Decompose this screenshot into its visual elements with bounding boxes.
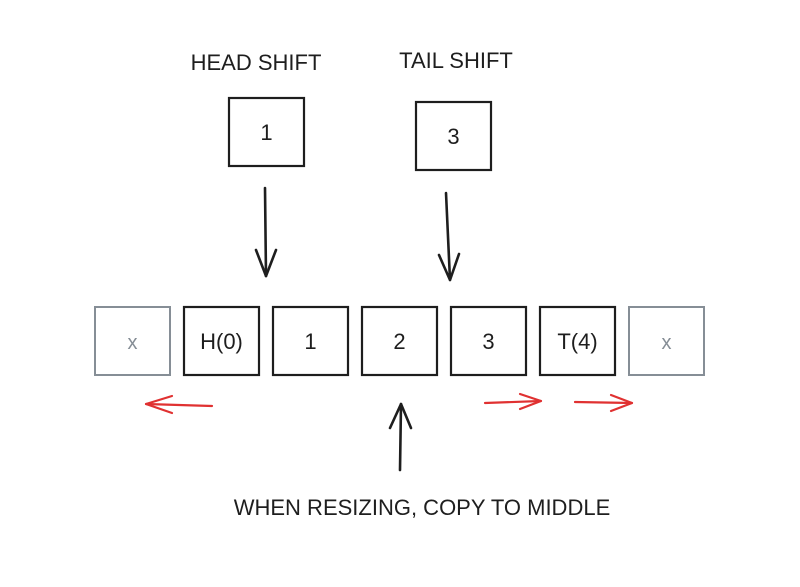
tail-shift-arrow bbox=[437, 191, 461, 282]
buffer-cell-label: x bbox=[662, 332, 672, 354]
buffer-row: x H(0) 1 2 3 T(4) x bbox=[94, 305, 705, 377]
buffer-cell-label: x bbox=[128, 332, 138, 354]
buffer-cell-placeholder: x bbox=[628, 306, 705, 376]
tail-shift-box: 3 bbox=[414, 100, 493, 172]
buffer-cell-box bbox=[94, 306, 171, 376]
resize-note: WHEN RESIZING, COPY TO MIDDLE bbox=[234, 495, 611, 520]
buffer-cell-box bbox=[538, 305, 617, 377]
buffer-cell-element: 2 bbox=[360, 305, 439, 377]
buffer-cell-box bbox=[628, 306, 705, 376]
buffer-cell-element: 1 bbox=[271, 305, 350, 377]
buffer-cell-box bbox=[182, 305, 261, 377]
buffer-cell-box bbox=[449, 305, 528, 377]
buffer-cell-label: 2 bbox=[393, 329, 405, 354]
buffer-cell-tail: T(4) bbox=[538, 305, 617, 377]
buffer-cell-placeholder: x bbox=[94, 306, 171, 376]
head-shift-label: HEAD SHIFT bbox=[191, 50, 322, 75]
tail-shift-label: TAIL SHIFT bbox=[399, 48, 513, 73]
right-shift-arrow-1 bbox=[483, 392, 543, 411]
tail-shift-value: 3 bbox=[447, 124, 459, 149]
head-shift-box: 1 bbox=[227, 96, 306, 168]
buffer-cell-label: 3 bbox=[482, 329, 494, 354]
buffer-cell-box bbox=[360, 305, 439, 377]
buffer-cell-label: H(0) bbox=[200, 329, 243, 354]
buffer-cell-box bbox=[271, 305, 350, 377]
left-shift-arrow bbox=[144, 394, 214, 415]
head-shift-value: 1 bbox=[260, 120, 272, 145]
copy-to-middle-arrow bbox=[388, 402, 413, 472]
buffer-cell-element: 3 bbox=[449, 305, 528, 377]
buffer-cell-head: H(0) bbox=[182, 305, 261, 377]
buffer-cell-label: 1 bbox=[304, 329, 316, 354]
buffer-cell-label: T(4) bbox=[557, 329, 597, 354]
head-shift-arrow bbox=[254, 186, 278, 278]
right-shift-arrow-2 bbox=[573, 393, 634, 413]
